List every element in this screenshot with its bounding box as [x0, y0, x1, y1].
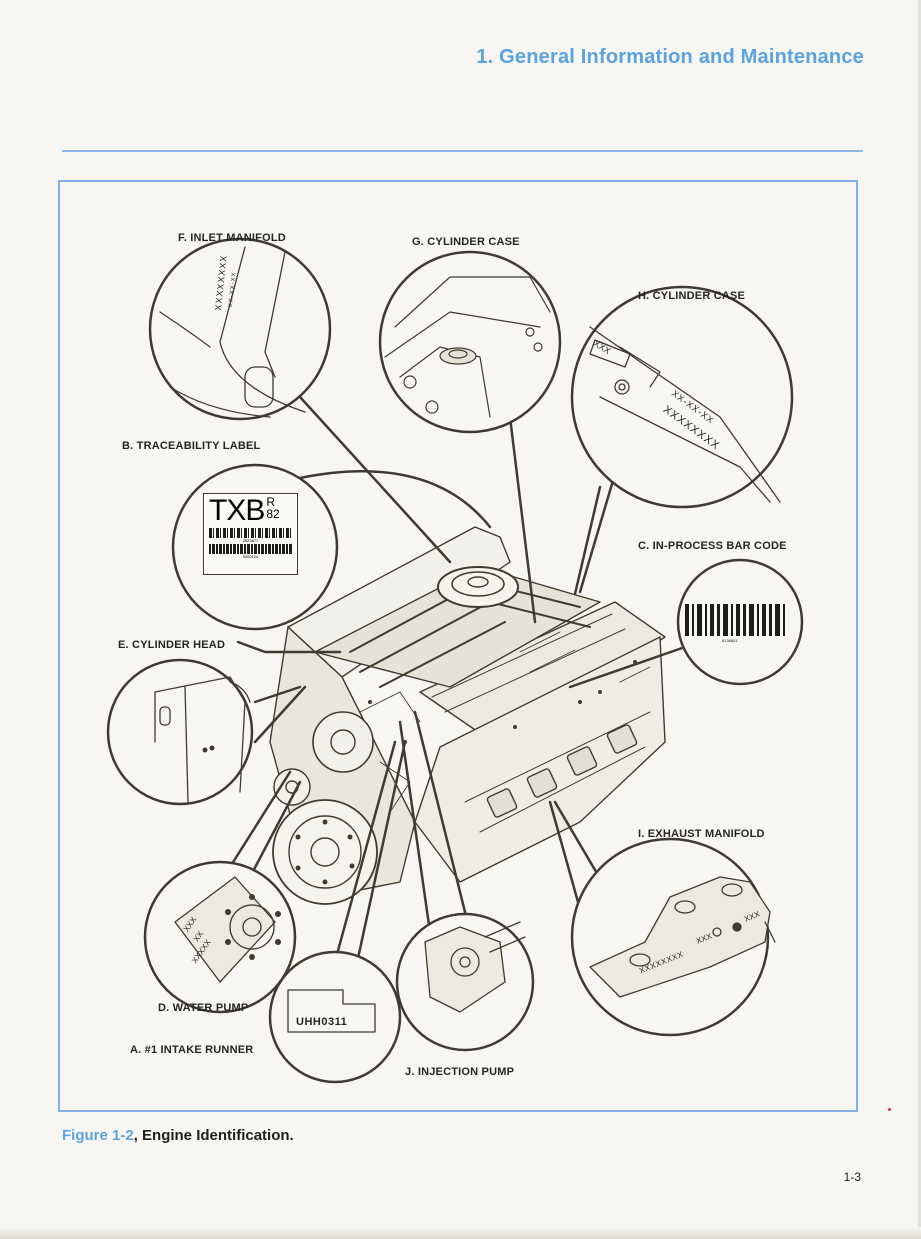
callout-label-f: F. INLET MANIFOLD [178, 232, 286, 244]
header-rule [62, 150, 863, 152]
callout-g-cylinder-case [378, 250, 562, 624]
callout-label-a: A. #1 INTAKE RUNNER [130, 1044, 254, 1056]
callout-label-j: J. INJECTION PUMP [405, 1066, 515, 1078]
stray-mark [888, 1108, 891, 1111]
barcode-c-number: 8138851 [722, 638, 738, 643]
page-number: 1-3 [843, 1170, 861, 1184]
page-edge [918, 0, 921, 1239]
figure-frame: F. INLET MANIFOLD G. CYLINDER CASE H. CY… [58, 180, 858, 1112]
engine-block [269, 526, 666, 905]
label-b-barcode-1 [209, 528, 292, 538]
detail-d [174, 876, 281, 983]
callout-label-g: G. CYLINDER CASE [412, 236, 520, 248]
label-b-sub: 82 [266, 507, 280, 521]
callout-label-h: H. CYLINDER CASE [638, 290, 746, 302]
callout-label-c: C. IN-PROCESS BAR CODE [638, 540, 787, 552]
callout-label-d: D. WATER PUMP [158, 1002, 249, 1014]
label-a-box [287, 989, 376, 1033]
callout-label-b: B. TRACEABILITY LABEL [122, 440, 261, 452]
page-edge-shadow [0, 1227, 921, 1239]
detail-f [159, 246, 306, 418]
engine-illustration [106, 237, 804, 1084]
label-a-code: UHH0311 [296, 1016, 348, 1028]
detail-e [154, 676, 251, 803]
detail-i [589, 876, 776, 998]
figure-number: Figure 1-2 [62, 1127, 134, 1144]
label-b-num1: 2623877 [242, 538, 259, 543]
callout-h-cylinder-case [570, 285, 794, 596]
caption-separator: , [133, 1127, 138, 1144]
label-b-num2: 0000124 [242, 554, 259, 559]
detail-h [589, 326, 781, 503]
barcode-c [685, 604, 785, 636]
label-b-barcode-2 [209, 544, 292, 554]
callout-f-inlet-manifold [148, 237, 452, 564]
callout-e-cylinder-head [106, 658, 307, 806]
figure-caption: Figure 1-2, Engine Identification. [62, 1127, 294, 1144]
traceability-label: TXB R 82 2623877 0000124 [203, 493, 298, 575]
label-b-sup: R [266, 495, 276, 509]
detail-g [384, 276, 551, 418]
callout-label-i: I. EXHAUST MANIFOLD [638, 828, 765, 840]
detail-j [424, 921, 526, 1013]
callout-label-e: E. CYLINDER HEAD [118, 639, 226, 651]
chapter-title: 1. General Information and Maintenance [476, 46, 864, 68]
label-b-main: TXB [209, 494, 265, 527]
caption-title: Engine Identification. [137, 1127, 294, 1144]
